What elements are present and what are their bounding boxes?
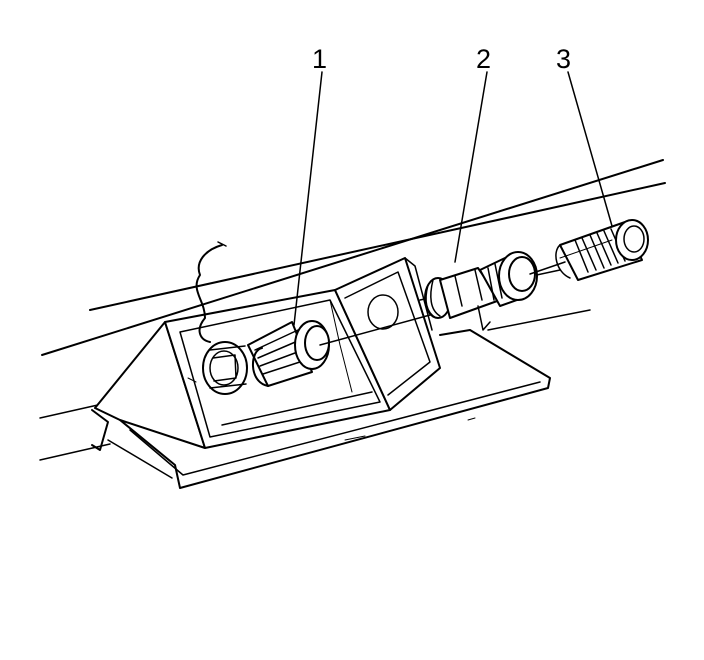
callout-3: 3 <box>556 44 571 74</box>
callout-2: 2 <box>476 44 491 74</box>
connector-plug-2 <box>319 251 538 346</box>
callout-1: 1 <box>312 44 327 74</box>
leader-lines <box>293 71 613 326</box>
leader-line-1 <box>293 71 323 326</box>
leader-line-3 <box>567 71 613 227</box>
mounting-bracket <box>94 257 551 489</box>
leader-line-2 <box>454 71 488 263</box>
terminal-socket-3 <box>529 219 649 281</box>
connector-socket-1 <box>247 320 330 387</box>
retaining-clip <box>187 241 248 395</box>
